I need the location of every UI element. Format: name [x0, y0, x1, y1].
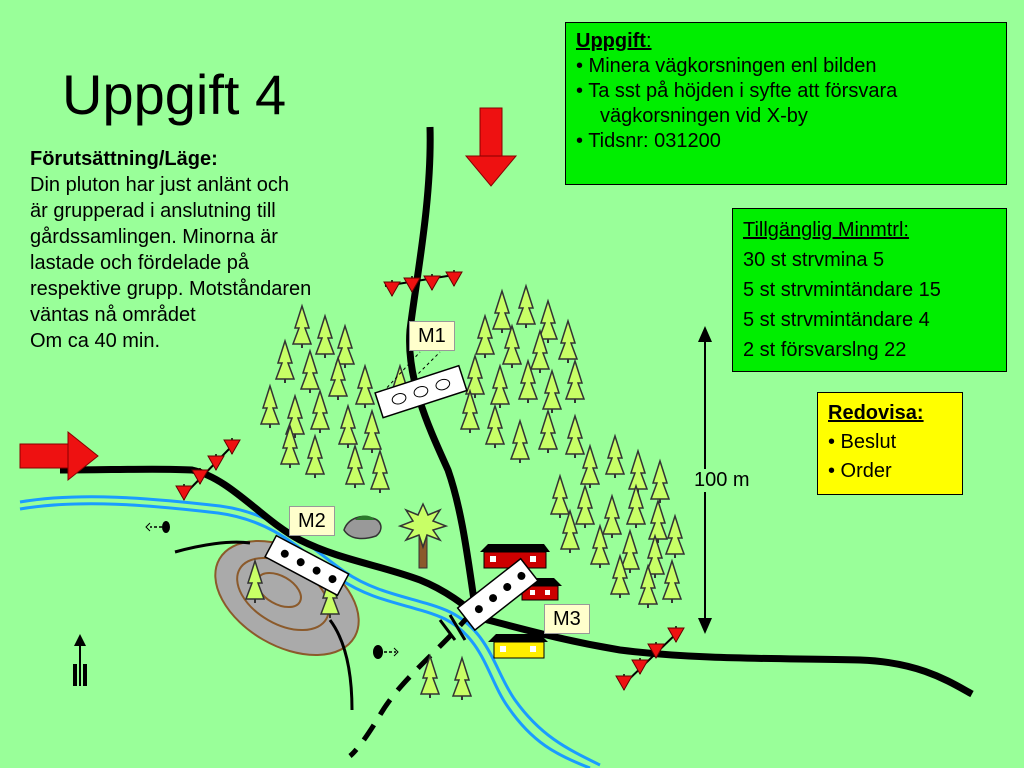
- mine-barrier-west: [175, 437, 241, 501]
- north-arrow-icon: [73, 634, 87, 686]
- red-arrow-right-icon: [19, 430, 99, 482]
- mine-group-m2: [264, 534, 350, 597]
- task-heading-text: Uppgift: [576, 30, 646, 52]
- label-m2: M2: [289, 506, 335, 536]
- mine-barrier-north: [383, 269, 463, 297]
- material-line: 2 st försvarslng 22: [743, 339, 907, 361]
- premise-line: respektive grupp. Motståndaren: [30, 278, 312, 300]
- label-m1: M1: [409, 321, 455, 351]
- premise-line: väntas nå området: [30, 304, 196, 326]
- report-line: • Order: [828, 460, 892, 482]
- material-line: 5 st strvmintändare 4: [743, 309, 930, 331]
- premise-line: Om ca 40 min.: [30, 330, 161, 352]
- river: [19, 495, 601, 767]
- task-heading: Uppgift:: [576, 29, 996, 54]
- task-line: • Tidsnr: 031200: [576, 130, 721, 152]
- material-line: 5 st strvmintändare 15: [743, 279, 941, 301]
- material-line: 30 st strvmina 5: [743, 249, 885, 271]
- tree-icon: [397, 502, 449, 569]
- premise-line: gårdssamlingen. Minorna är: [30, 226, 278, 248]
- task-line: • Minera vägkorsningen enl bilden: [576, 55, 877, 77]
- task-box: Uppgift: • Minera vägkorsningen enl bild…: [565, 22, 1007, 185]
- premise-text: Förutsättning/Läge: Din pluton har just …: [30, 146, 400, 354]
- premise-line: är grupperad i anslutning till: [30, 200, 276, 222]
- material-box: Tillgänglig Minmtrl: 30 st strvmina 5 5 …: [732, 208, 1007, 372]
- rock-icon: [343, 515, 382, 540]
- report-line: • Beslut: [828, 431, 897, 453]
- sensor-icon: [145, 521, 399, 659]
- task-line: • Ta sst på höjden i syfte att försvara: [576, 80, 898, 102]
- red-arrow-down-icon: [464, 107, 518, 187]
- road-west: [59, 465, 483, 621]
- road-south-dashed: [348, 610, 474, 758]
- premise-line: lastade och fördelade på: [30, 252, 250, 274]
- label-m3: M3: [544, 604, 590, 634]
- mine-group-m1: [374, 351, 468, 419]
- scale-label: 100 m: [692, 469, 752, 492]
- premise-heading: Förutsättning/Läge:: [30, 148, 218, 170]
- report-box: Redovisa: • Beslut • Order: [817, 392, 963, 495]
- task-heading-suffix: :: [645, 30, 652, 52]
- mine-barrier-east: [615, 625, 685, 691]
- page-title: Uppgift 4: [62, 63, 287, 126]
- mine-group-m3: [456, 557, 539, 632]
- task-line: vägkorsningen vid X-by: [600, 105, 808, 127]
- premise-line: Din pluton har just anlänt och: [30, 174, 290, 196]
- material-heading: Tillgänglig Minmtrl:: [743, 219, 909, 241]
- report-heading: Redovisa:: [828, 402, 924, 424]
- road-east: [479, 614, 974, 698]
